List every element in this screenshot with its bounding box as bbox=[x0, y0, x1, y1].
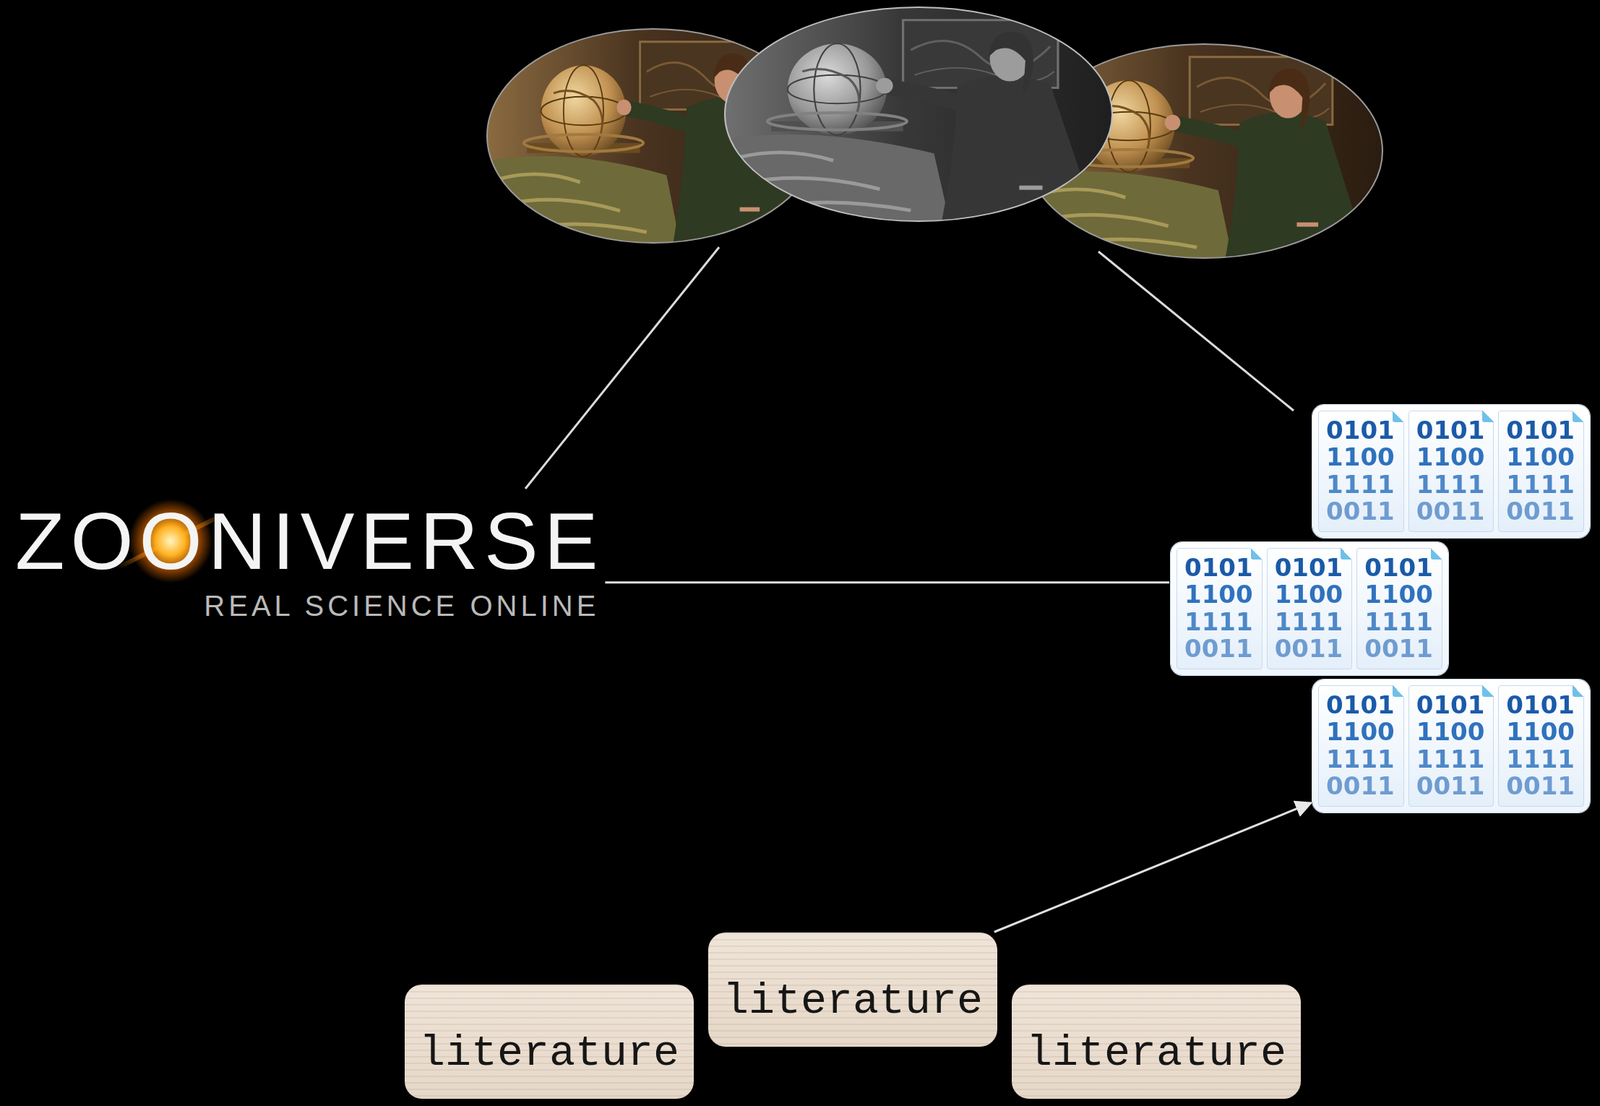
data-stack: 0101 1100 1111 0011 0101 1100 1111 0011 01… bbox=[1312, 404, 1590, 538]
file-icon: 0101 1100 1111 0011 bbox=[1176, 547, 1263, 670]
file-icon: 0101 1100 1111 0011 bbox=[1318, 410, 1405, 532]
painting-image bbox=[724, 7, 1113, 222]
file-icon: 0101 1100 1111 0011 bbox=[1318, 685, 1405, 807]
file-icon: 0101 1100 1111 0011 bbox=[1356, 547, 1443, 670]
painting-border bbox=[724, 7, 1113, 222]
binary-digits: 0101 1100 1111 0011 bbox=[1326, 691, 1395, 800]
connector bbox=[604, 581, 1170, 584]
file-icon: 0101 1100 1111 0011 bbox=[1498, 410, 1585, 532]
binary-digits: 0101 1100 1111 0011 bbox=[1416, 691, 1486, 800]
astronomer-paintings bbox=[487, 7, 1383, 258]
literature-card: literature bbox=[708, 932, 998, 1047]
literature-card: literature bbox=[404, 984, 694, 1099]
chalk-line bbox=[1098, 251, 1294, 411]
card-title: literature bbox=[722, 977, 983, 1025]
card-title: literature bbox=[1026, 1029, 1287, 1077]
binary-digits: 0101 1100 1111 0011 bbox=[1506, 416, 1575, 526]
logo-name: ZOONIVERSE bbox=[15, 498, 604, 584]
binary-digits: 0101 1100 1111 0011 bbox=[1506, 691, 1575, 800]
binary-digits: 0101 1100 1111 0011 bbox=[1364, 554, 1434, 663]
logo-wordmark: ZOONIVERSE REAL SCIENCE ONLINE bbox=[15, 498, 604, 623]
file-icon: 0101 1100 1111 0011 bbox=[1408, 410, 1495, 532]
chalk-line bbox=[525, 247, 720, 489]
file-icon: 0101 1100 1111 0011 bbox=[1408, 685, 1495, 807]
literature-card: literature bbox=[1011, 984, 1301, 1099]
binary-digits: 0101 1100 1111 0011 bbox=[1416, 416, 1486, 526]
card-title: literature bbox=[419, 1029, 680, 1077]
binary-digits: 0101 1100 1111 0011 bbox=[1184, 554, 1254, 663]
binary-digits: 0101 1100 1111 0011 bbox=[1274, 554, 1344, 663]
file-icon: 0101 1100 1111 0011 bbox=[1498, 685, 1585, 807]
data-stack: 0101 1100 1111 0011 0101 1100 1111 0011 01… bbox=[1312, 679, 1590, 813]
binary-digits: 0101 1100 1111 0011 bbox=[1326, 416, 1395, 526]
painting-oval bbox=[724, 7, 1113, 222]
logo-tagline: REAL SCIENCE ONLINE bbox=[15, 588, 600, 623]
data-stack: 0101 1100 1111 0011 0101 1100 1111 0011 01… bbox=[1170, 542, 1449, 675]
file-icon: 0101 1100 1111 0011 bbox=[1266, 547, 1353, 670]
connector bbox=[994, 802, 1311, 933]
